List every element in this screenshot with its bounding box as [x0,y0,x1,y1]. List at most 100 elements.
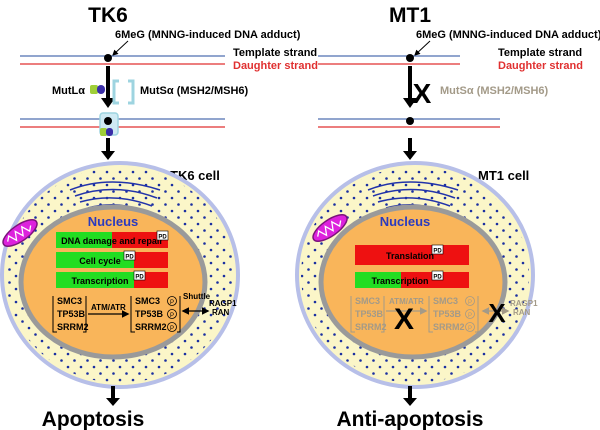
muts-label-faded: MutSα (MSH2/MSH6) [440,85,549,97]
outcome-label: Apoptosis [42,408,145,430]
block-mark: X [413,78,432,109]
down-arrow-2-shaft [408,138,412,153]
mitochondrion-icon [2,219,38,247]
adduct-dot-2 [104,117,112,125]
pd-badge [431,270,444,281]
gene-label: TP53B [355,309,384,319]
gene-label: TP53B [57,309,86,319]
daughter-strand-label: Daughter strand [498,60,583,72]
phospho-label: P [468,326,472,332]
phospho-icon [465,322,475,332]
gene-label: SMC3 [135,296,160,306]
down-arrow-head [403,98,417,108]
pathway-bar-label: Translation [386,251,434,261]
muts-label: MutSα (MSH2/MSH6) [140,85,249,97]
gene-label: SMC3 [355,296,380,306]
adduct-label: 6MeG (MNNG-induced DNA adduct) [416,29,600,41]
down-arrow-2-head [101,151,115,160]
mitochondrion-icon [312,214,348,242]
adduct-dot [104,54,112,62]
nucleus-label: Nucleus [380,214,431,229]
gene-label: SRRM2 [355,322,387,332]
adduct-dot [406,54,414,62]
partner-label: RAGP1 [209,299,237,308]
phospho-label: P [468,313,472,319]
panel-title: TK6 [88,4,128,27]
gene-label: SMC3 [433,296,458,306]
pd-badge [123,250,136,261]
block-mark: X [394,303,414,336]
mutl-icon-green [90,85,98,94]
partner-label: RAN [212,308,230,317]
nucleus-label: Nucleus [88,214,139,229]
down-arrow-shaft [106,66,110,100]
down-arrow-head [101,98,115,108]
pathway-bar: Cell cycle PD [56,250,168,268]
gene-group-phosphorylated: SMC3 TP53B SRRM2 P P P [130,296,181,333]
kinase-label: ATM/ATR [389,297,424,306]
outcome-arrow-head [106,398,120,406]
phospho-icon [465,309,475,319]
mutl-complex-purple [106,128,113,136]
adduct-pointer [414,40,431,56]
pd-badge [431,244,444,255]
pd-badge [156,230,169,241]
pd-badge-label: PD [135,275,144,281]
panel-mt1: MT1 6MeG (MNNG-induced DNA adduct) Templ… [295,4,600,430]
gene-label: SMC3 [57,296,82,306]
mutl-label: MutLα [52,85,85,97]
daughter-strand-label: Daughter strand [233,60,318,72]
adduct-pointer [112,40,129,56]
pathway-bar-label: DNA damage and repair [61,236,163,246]
gene-label: SRRM2 [433,322,465,332]
pd-badge-label: PD [158,235,167,241]
partner-label: RAN [513,308,531,317]
down-arrow-2-shaft [106,138,110,153]
phospho-icon [465,296,475,306]
gene-label: SRRM2 [135,322,167,332]
outcome-label: Anti-apoptosis [337,408,484,430]
mutl-icon-purple [97,85,105,94]
pathway-bar: DNA damage and repair PD [56,230,169,248]
phospho-icon [167,322,177,332]
pd-badge-label: PD [433,275,442,281]
outcome-arrow-shaft [111,386,115,400]
pathway-bar-label: Transcription [371,276,428,286]
pd-badge-label: PD [433,249,442,255]
kinase-label: ATM/ATR [91,303,126,312]
pathway-bar-label: Cell cycle [79,256,121,266]
pathway-bar: Translation PD [355,244,469,265]
partner-label: RAGP1 [510,299,538,308]
adduct-dot-2 [406,117,414,125]
phospho-label: P [170,326,174,332]
phospho-icon [167,296,177,306]
muts-bracket-icon [112,79,135,105]
gene-label: SRRM2 [57,322,89,332]
template-strand-label: Template strand [233,47,317,59]
pathway-bar-label: Transcription [71,276,128,286]
down-arrow-2-head [403,151,417,160]
pathway-bar: Transcription PD [56,270,168,288]
template-strand-label: Template strand [498,47,582,59]
gene-label: TP53B [433,309,462,319]
pathway-bar: Transcription PD [355,270,469,288]
gene-group-unphosphorylated: SMC3 TP53B SRRM2 [350,296,387,333]
gene-group-phosphorylated: SMC3 TP53B SRRM2 P P P [428,296,479,333]
panel-tk6: TK6 6MeG (MNNG-induced DNA adduct) Templ… [0,4,318,430]
outcome-arrow-shaft [408,386,412,400]
down-arrow-shaft [408,66,412,100]
phospho-icon [167,309,177,319]
mutl-complex-green [100,128,107,136]
phospho-label: P [170,300,174,306]
adduct-label: 6MeG (MNNG-induced DNA adduct) [115,29,301,41]
phospho-label: P [468,300,472,306]
gene-label: TP53B [135,309,164,319]
shuttle-label: Shuttle [183,292,211,301]
pd-badge [133,270,146,281]
block-mark: X [488,298,506,328]
cell-label: MT1 cell [478,168,529,183]
gene-group-unphosphorylated: SMC3 TP53B SRRM2 [52,296,89,333]
phospho-label: P [170,313,174,319]
panel-title: MT1 [389,4,431,27]
